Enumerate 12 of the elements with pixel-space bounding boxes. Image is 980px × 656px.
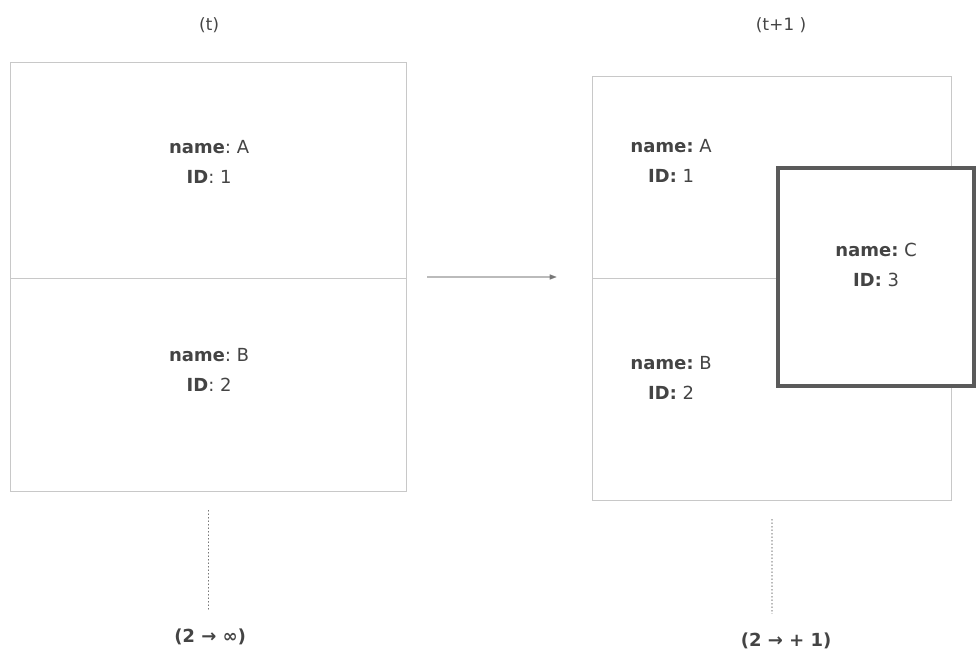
record-box [776,166,976,388]
range-label: (2 → + 1) [726,630,846,651]
record-label: name: A ID: 1 [168,136,250,190]
arrow [426,274,557,280]
record-label: name: C ID: 3 [834,239,918,293]
dotted-connector [208,510,209,610]
time-heading: (t) [198,15,220,35]
time-heading: (t+1 ) [754,15,808,35]
record-label: name: A ID: 1 [629,135,713,189]
record-label: name: B ID: 2 [168,344,250,398]
range-label: (2 → ∞) [150,626,270,647]
record-label: name: B ID: 2 [629,352,713,406]
